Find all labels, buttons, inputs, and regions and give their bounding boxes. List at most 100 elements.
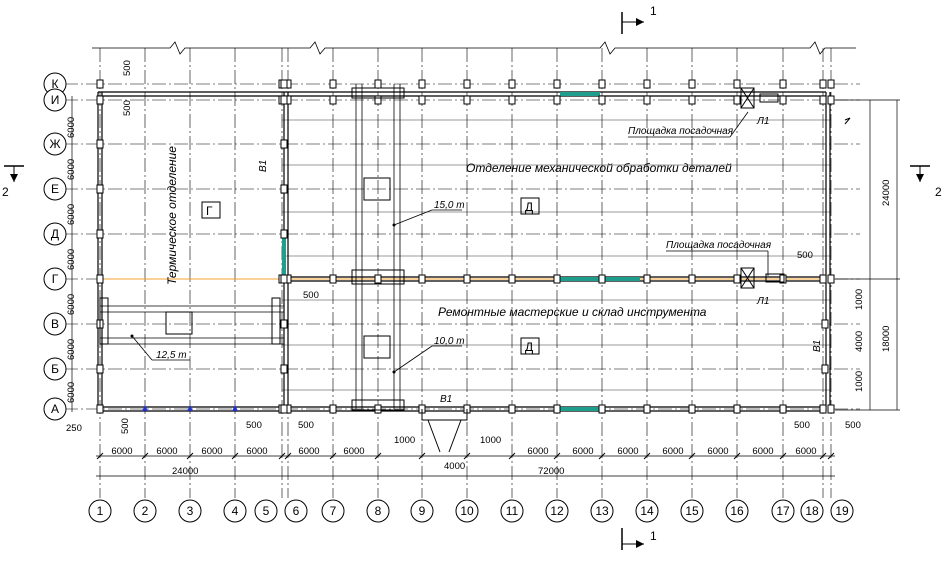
dim-500-a: 500 bbox=[120, 418, 131, 434]
column-marker bbox=[779, 404, 787, 414]
column-marker bbox=[827, 404, 835, 414]
section-mark-2-right: 2 bbox=[935, 185, 942, 199]
dim-bay-6000: 6000 bbox=[201, 446, 222, 457]
column-marker bbox=[819, 79, 827, 89]
row-axis-label: А bbox=[51, 402, 59, 416]
column-marker bbox=[463, 95, 471, 105]
dim-bay-6000: 6000 bbox=[156, 446, 177, 457]
stair-mark-l1-mid: Л1 bbox=[756, 296, 769, 307]
dim-bay-6000: 6000 bbox=[343, 446, 364, 457]
dim-500-col19: 500 bbox=[845, 420, 861, 431]
section-mark-1-top: 1 bbox=[650, 4, 657, 18]
category-mark-d-top: Д bbox=[525, 200, 533, 214]
row-axis-label: Д bbox=[51, 227, 59, 241]
column-marker bbox=[553, 79, 561, 89]
column-marker bbox=[280, 79, 288, 89]
col-axis-bubble: 11 bbox=[500, 499, 524, 523]
gate-mark-v1-bottom: В1 bbox=[440, 394, 452, 405]
column-marker bbox=[508, 274, 516, 284]
col-axis-label: 8 bbox=[375, 504, 382, 518]
col-axis-bubble: 10 bbox=[455, 499, 479, 523]
col-axis-bubble: 14 bbox=[635, 499, 659, 523]
dim-72000: 72000 bbox=[538, 466, 564, 477]
col-axis-bubble: 7 bbox=[321, 499, 345, 523]
column-marker bbox=[643, 274, 651, 284]
dim-bay-6000: 6000 bbox=[111, 446, 132, 457]
col-axis-bubble: 19 bbox=[830, 499, 854, 523]
column-marker bbox=[374, 79, 382, 89]
row-axis-bubble: И bbox=[43, 88, 67, 112]
col-axis-label: 4 bbox=[232, 504, 239, 518]
column-marker bbox=[96, 139, 104, 149]
column-marker bbox=[688, 404, 696, 414]
dim-500-k: 500 bbox=[122, 60, 133, 76]
column-marker bbox=[643, 404, 651, 414]
column-marker bbox=[688, 79, 696, 89]
dim-250: 250 bbox=[66, 423, 82, 434]
category-mark-g: Г bbox=[206, 204, 213, 218]
dim-bay-6000: 6000 bbox=[752, 446, 773, 457]
column-marker bbox=[819, 95, 827, 105]
dim-500-platform: 500 bbox=[797, 250, 813, 261]
dim-500-col6: 500 bbox=[298, 420, 314, 431]
col-axis-bubble: 6 bbox=[284, 499, 308, 523]
row-axis-label: Е bbox=[51, 182, 59, 196]
col-axis-bubble: 13 bbox=[590, 499, 614, 523]
col-axis-label: 13 bbox=[595, 504, 609, 518]
col-axis-label: 17 bbox=[776, 504, 790, 518]
row-axis-label: Ж bbox=[49, 137, 60, 151]
column-marker bbox=[329, 404, 337, 414]
row-axis-label: К bbox=[52, 77, 59, 91]
row-axis-bubble: Ж bbox=[43, 132, 67, 156]
dim-bay-6000: 6000 bbox=[795, 446, 816, 457]
dim-bay-6000-vertical: 6000 bbox=[66, 159, 77, 180]
row-axis-bubble: В bbox=[43, 312, 67, 336]
col-axis-label: 19 bbox=[835, 504, 849, 518]
row-axis-label: Б bbox=[51, 362, 59, 376]
column-marker bbox=[463, 274, 471, 284]
column-marker bbox=[96, 79, 104, 89]
dim-4000-right: 4000 bbox=[854, 331, 865, 352]
row-axis-label: В bbox=[51, 317, 59, 331]
column-marker bbox=[329, 95, 337, 105]
row-axis-bubble: Б bbox=[43, 357, 67, 381]
column-marker bbox=[779, 95, 787, 105]
column-marker bbox=[508, 79, 516, 89]
column-marker bbox=[418, 79, 426, 89]
column-marker bbox=[280, 404, 288, 414]
column-marker bbox=[96, 229, 104, 239]
column-marker bbox=[553, 404, 561, 414]
dim-bay-6000-vertical: 6000 bbox=[66, 204, 77, 225]
gate-mark-v1-right: В1 bbox=[812, 340, 823, 352]
column-marker bbox=[733, 404, 741, 414]
column-marker bbox=[827, 79, 835, 89]
col-axis-label: 16 bbox=[730, 504, 744, 518]
dim-bay-6000: 6000 bbox=[527, 446, 548, 457]
dim-500-i: 500 bbox=[122, 100, 133, 116]
column-marker bbox=[418, 95, 426, 105]
platform-label-top: Площадка посадочная bbox=[628, 126, 734, 137]
column-marker bbox=[598, 95, 606, 105]
col-axis-bubble: 2 bbox=[133, 499, 157, 523]
dim-bay-6000: 6000 bbox=[298, 446, 319, 457]
column-marker bbox=[821, 319, 829, 329]
col-axis-label: 9 bbox=[419, 504, 426, 518]
row-axis-bubble: Д bbox=[43, 222, 67, 246]
col-axis-bubble: 17 bbox=[771, 499, 795, 523]
column-marker bbox=[733, 274, 741, 284]
column-marker bbox=[553, 95, 561, 105]
dim-1000-left: 1000 bbox=[394, 435, 415, 446]
column-marker bbox=[280, 364, 288, 374]
col-axis-label: 18 bbox=[805, 504, 819, 518]
col-axis-bubble: 18 bbox=[800, 499, 824, 523]
column-marker bbox=[643, 95, 651, 105]
dim-24000-bottom: 24000 bbox=[172, 466, 198, 477]
column-marker bbox=[819, 404, 827, 414]
column-marker bbox=[733, 79, 741, 89]
column-marker bbox=[329, 274, 337, 284]
column-marker bbox=[280, 184, 288, 194]
dim-bay-6000: 6000 bbox=[617, 446, 638, 457]
row-axis-bubble: Г bbox=[43, 267, 67, 291]
room-label-repair: Ремонтные мастерские и склад инструмента bbox=[438, 305, 707, 319]
dim-bay-6000-vertical: 6000 bbox=[66, 249, 77, 270]
